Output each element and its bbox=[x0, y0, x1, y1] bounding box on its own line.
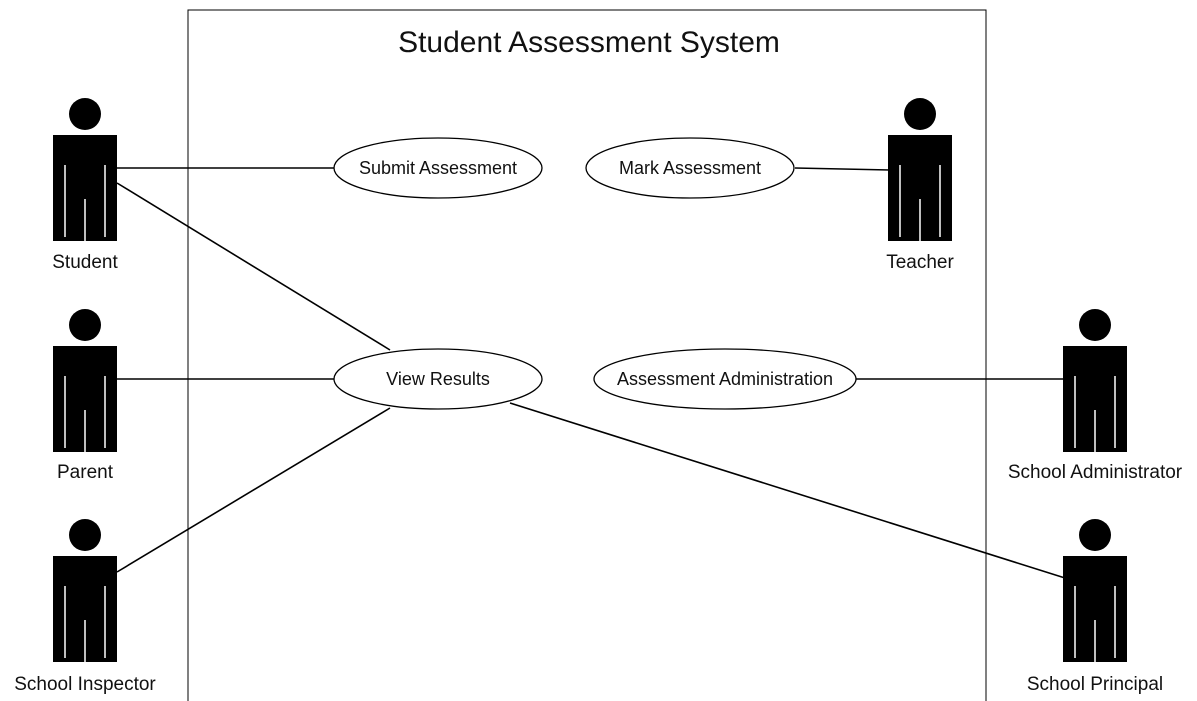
actor-figure-icon bbox=[888, 98, 952, 241]
use-case-view-results: View Results bbox=[333, 348, 543, 410]
association-student-view bbox=[116, 182, 391, 351]
actor-figure-icon bbox=[1063, 309, 1127, 452]
actor-school-administrator bbox=[1063, 309, 1127, 452]
actor-school-inspector bbox=[53, 519, 117, 662]
use-case-ellipse bbox=[585, 137, 795, 199]
association-teacher-mark bbox=[794, 167, 891, 171]
actor-label-school-administrator: School Administrator bbox=[1008, 462, 1183, 483]
actor-figure-icon bbox=[53, 98, 117, 241]
actor-parent bbox=[53, 309, 117, 452]
use-case-ellipse bbox=[333, 348, 543, 410]
actor-label-student: Student bbox=[52, 252, 118, 273]
actor-student bbox=[53, 98, 117, 241]
association-principal-view bbox=[509, 402, 1066, 579]
actor-label-school-inspector: School Inspector bbox=[14, 674, 156, 695]
actor-figure-icon bbox=[53, 309, 117, 452]
actor-school-principal bbox=[1063, 519, 1127, 662]
use-case-label: View Results bbox=[386, 369, 490, 389]
actor-teacher bbox=[888, 98, 952, 241]
use-case-assessment-administration: Assessment Administration bbox=[593, 348, 857, 410]
use-case-ellipse bbox=[333, 137, 543, 199]
use-case-ellipse bbox=[593, 348, 857, 410]
association-inspector-view bbox=[116, 407, 391, 573]
system-boundary bbox=[187, 9, 987, 701]
use-case-label: Assessment Administration bbox=[617, 369, 833, 389]
use-case-mark-assessment: Mark Assessment bbox=[585, 137, 795, 199]
associations bbox=[116, 167, 1066, 579]
system-title: Student Assessment System bbox=[398, 26, 780, 59]
actor-figure-icon bbox=[53, 519, 117, 662]
use-case-submit-assessment: Submit Assessment bbox=[333, 137, 543, 199]
use-case-label: Submit Assessment bbox=[359, 158, 517, 178]
actor-label-parent: Parent bbox=[57, 462, 114, 483]
actor-figure-icon bbox=[1063, 519, 1127, 662]
actor-label-teacher: Teacher bbox=[886, 252, 954, 273]
use-case-label: Mark Assessment bbox=[619, 158, 761, 178]
actor-label-school-principal: School Principal bbox=[1027, 674, 1163, 695]
